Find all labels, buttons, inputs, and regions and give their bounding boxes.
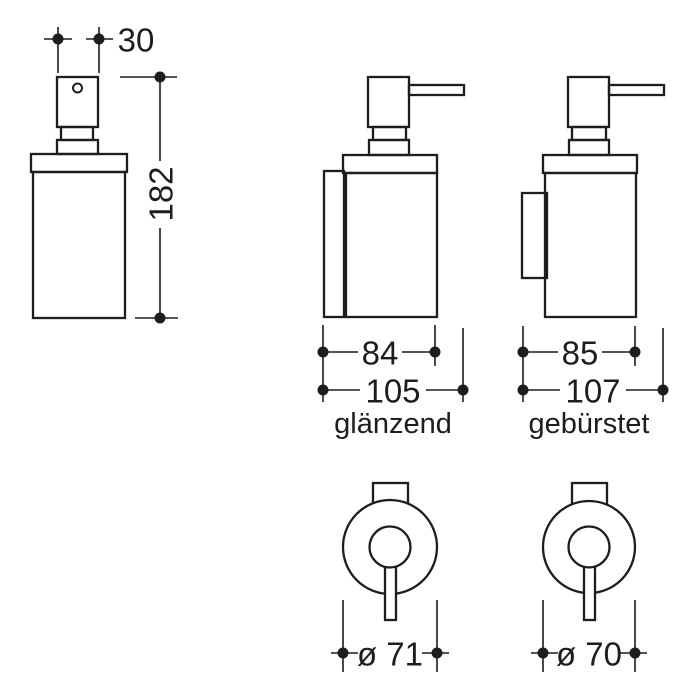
glossy-pump-spout [407, 83, 466, 97]
top-view-glossy [341, 481, 439, 622]
dim-value-total-height: 182 [143, 166, 180, 221]
glossy-wall-plate [322, 169, 346, 319]
side-view-glossy [322, 75, 466, 319]
brushed-wall-bracket [520, 191, 549, 280]
dimension-dot [317, 384, 329, 396]
brushed-pump-neck-lower [567, 138, 611, 157]
finish-label-glossy: glänzend [334, 408, 452, 440]
dimension-dot [517, 384, 529, 396]
dimension-glossy-diameter: ø 71 [331, 600, 449, 673]
glossy-pump-neck-upper [371, 125, 408, 142]
glossy-pump-neck-lower [367, 138, 411, 157]
dim-value-brushed-total-depth: 107 [565, 373, 620, 410]
brushed-bottle-body [543, 171, 638, 319]
dim-value-glossy-total-depth: 105 [365, 373, 420, 410]
glossy-pump-head [366, 75, 411, 129]
brushed-pump-spout [607, 83, 666, 97]
dim-value-glossy-body-depth: 84 [362, 335, 399, 372]
top-view-brushed [541, 481, 637, 622]
front-pump-neck-upper [59, 125, 95, 142]
glossy-collar [341, 153, 439, 175]
dimension-dot [517, 346, 529, 358]
front-collar [29, 152, 129, 174]
dimension-dot [629, 647, 641, 659]
dimension-dot [537, 647, 549, 659]
glossy-top-spout [383, 564, 398, 622]
dimension-dot [429, 346, 441, 358]
finish-label-brushed: gebürstet [529, 408, 650, 440]
dimension-pump-width: 30 [44, 22, 155, 73]
dimension-dot [154, 312, 166, 324]
dim-value-brushed-diameter: ø 70 [556, 636, 622, 673]
dimensions-brushed-depth: 85 107 gebürstet [517, 326, 669, 440]
side-view-brushed [520, 75, 666, 319]
dim-value-brushed-body-depth: 85 [562, 335, 599, 372]
front-view [29, 75, 129, 320]
dimension-brushed-diameter: ø 70 [531, 600, 647, 673]
front-bottle-body [31, 170, 127, 320]
dimension-dot [629, 346, 641, 358]
dim-value-pump-width: 30 [118, 22, 155, 59]
dim-value-glossy-diameter: ø 71 [357, 636, 423, 673]
dimension-dot [93, 33, 105, 45]
dimension-dot [154, 71, 166, 83]
front-pump-hole [72, 82, 83, 94]
dimension-dot [431, 647, 443, 659]
brushed-collar [541, 153, 639, 175]
brushed-pump-neck-upper [570, 125, 608, 142]
brushed-pump-head [566, 75, 611, 129]
brushed-top-pump-circle [567, 525, 611, 569]
glossy-bottle-body [344, 171, 439, 319]
front-pump-neck-lower [55, 138, 100, 156]
dimension-total-height: 182 [120, 71, 180, 324]
dimension-dot [317, 346, 329, 358]
dimensions-glossy-depth: 84 105 glänzend [317, 325, 469, 440]
dimension-dot [657, 384, 669, 396]
glossy-top-pump-circle [368, 525, 412, 569]
dimension-dot [457, 384, 469, 396]
dimension-dot [52, 33, 64, 45]
brushed-top-spout [582, 564, 597, 622]
dimension-dot [337, 647, 349, 659]
